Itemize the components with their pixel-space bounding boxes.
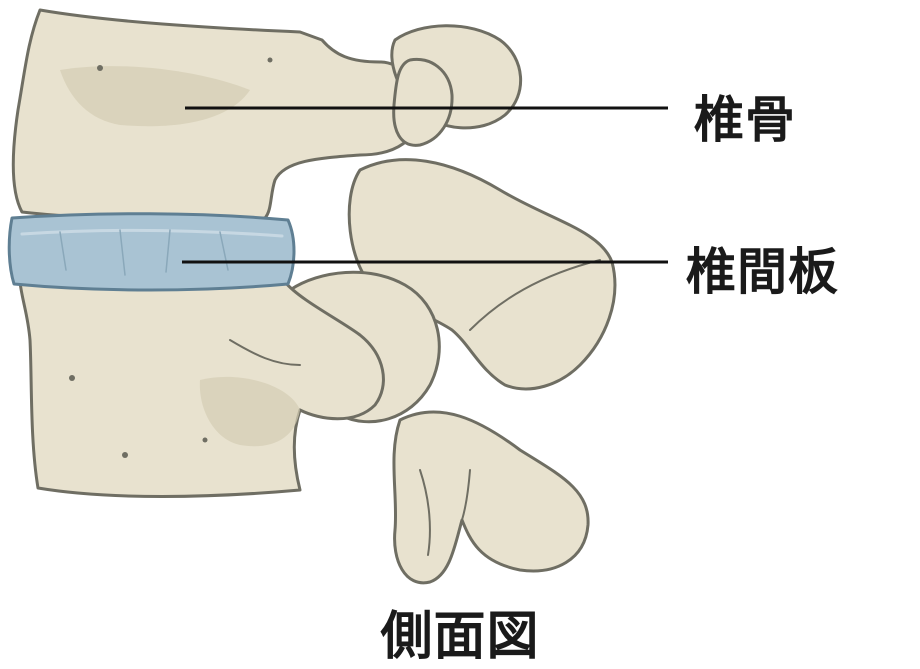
intervertebral-disc-label: 椎間板 bbox=[686, 243, 839, 301]
lower-process-notch bbox=[461, 469, 471, 521]
upper-body-shadow bbox=[60, 66, 250, 127]
lower-body-shadow bbox=[199, 376, 300, 447]
lower-process-ridge bbox=[419, 469, 431, 556]
bone-pit bbox=[97, 65, 103, 71]
bone-pit bbox=[122, 452, 128, 458]
disc-highlight bbox=[20, 228, 284, 238]
bone-pit bbox=[267, 57, 273, 63]
view-caption: 側面図 bbox=[380, 607, 540, 667]
intervertebral-disc-shape bbox=[7, 212, 296, 292]
vertebra-label: 椎骨 bbox=[694, 91, 796, 149]
upper-articular-facet bbox=[392, 57, 454, 147]
lower-body-crease bbox=[229, 339, 301, 366]
disc-texture bbox=[59, 229, 229, 276]
vertebrae-illustration bbox=[7, 8, 617, 585]
upper-process-ridge bbox=[469, 259, 601, 331]
lower-spinous-process bbox=[392, 410, 590, 585]
bone-pit bbox=[202, 437, 208, 443]
bone-pit bbox=[69, 375, 75, 381]
